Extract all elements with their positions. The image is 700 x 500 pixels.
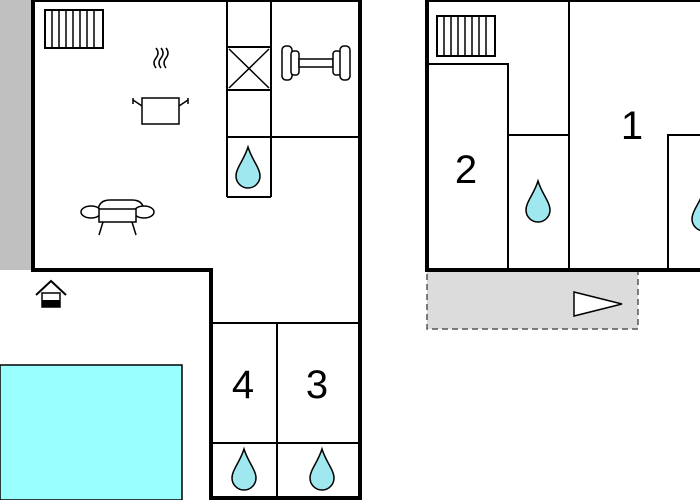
room-number-3: 3 bbox=[306, 363, 328, 407]
room-number-1: 1 bbox=[621, 104, 643, 148]
water-drop-icon bbox=[309, 446, 335, 491]
stairs-icon bbox=[227, 46, 271, 91]
wall-ensuite bbox=[667, 134, 700, 270]
radiator-icon bbox=[44, 9, 104, 49]
room-number-4: 4 bbox=[232, 363, 254, 407]
direction-arrow-icon bbox=[573, 291, 623, 317]
dumbbell-icon bbox=[281, 45, 351, 81]
stove-icon bbox=[132, 47, 189, 125]
water-drop-icon bbox=[231, 446, 257, 491]
terrace-strip bbox=[0, 0, 33, 270]
ground-floor: 4 3 bbox=[0, 0, 362, 500]
wall-bedroom-2 bbox=[427, 63, 509, 270]
upper-floor: 2 1 bbox=[425, 0, 700, 330]
water-drop-icon bbox=[691, 198, 700, 232]
radiator-icon bbox=[436, 15, 496, 57]
outer-wall bbox=[31, 0, 362, 500]
outer-wall bbox=[425, 0, 700, 272]
room-number-2: 2 bbox=[455, 148, 477, 192]
water-drop-icon bbox=[235, 144, 261, 189]
swimming-pool bbox=[0, 364, 183, 500]
water-drop-icon bbox=[525, 178, 551, 223]
sofa-icon bbox=[80, 199, 155, 236]
entrance-icon bbox=[35, 279, 67, 308]
